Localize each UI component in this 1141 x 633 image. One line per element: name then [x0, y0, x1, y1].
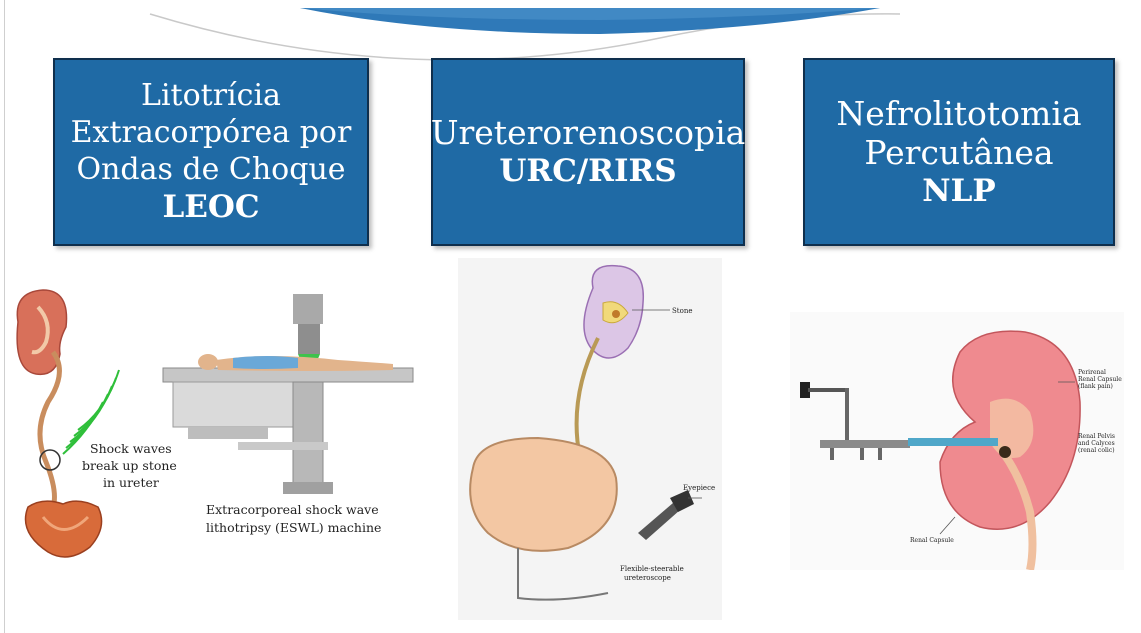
- box-nlp-line-1: Nefrolitotomia: [836, 93, 1082, 133]
- renal-capsule-label: Renal Capsule: [910, 537, 954, 544]
- perirenal-label-3: (flank pain): [1078, 383, 1113, 390]
- renal-pelvis-label-1: Renal Pelvis: [1078, 433, 1115, 440]
- shock-label-line-2: break up stone: [82, 458, 177, 473]
- perirenal-label-1: Perirenal: [1078, 369, 1106, 376]
- box-leoc-line-1: Litotrícia: [141, 78, 281, 113]
- box-urc-abbr: URC/RIRS: [499, 153, 677, 189]
- machine-label-line-1: Extracorporeal shock wave: [206, 502, 379, 517]
- eyepiece-label: Eyepiece: [683, 484, 715, 492]
- box-leoc-line-2: Extracorpórea por: [70, 115, 352, 150]
- scope-label-line-1: Flexible-steerable: [620, 565, 684, 573]
- eyepiece-icon: [638, 490, 694, 540]
- box-nlp-line-2: Percutânea: [864, 132, 1054, 172]
- stone-label: Stone: [672, 307, 692, 315]
- title-box-nlp: Nefrolitotomia Percutânea NLP: [803, 58, 1115, 246]
- title-box-urc: Ureterorenoscopia URC/RIRS: [431, 58, 745, 246]
- shock-label-line-3: in ureter: [103, 475, 159, 490]
- title-box-leoc: Litotrícia Extracorpórea por Ondas de Ch…: [53, 58, 369, 246]
- eswl-illustration: Shock waves break up stone in ureter Ext…: [16, 289, 414, 558]
- box-urc-line-1: Ureterorenoscopia: [430, 113, 746, 152]
- scope-label-line-2: ureteroscope: [624, 574, 671, 582]
- eswl-machine-icon: [162, 294, 414, 494]
- ureteroscopy-illustration: Stone Eyepiece Flexible-steerable ureter…: [458, 258, 722, 620]
- shock-label-line-1: Shock waves: [90, 441, 172, 456]
- box-leoc-abbr: LEOC: [162, 189, 260, 225]
- machine-label-line-2: lithotripsy (ESWL) machine: [206, 520, 381, 535]
- shock-waves-icon: [62, 369, 120, 455]
- bladder-icon: [24, 500, 103, 558]
- renal-pelvis-label-2: and Calyces: [1078, 440, 1115, 447]
- box-leoc-line-3: Ondas de Choque: [76, 152, 346, 187]
- stone-icon: [999, 446, 1011, 458]
- bladder-icon: [469, 436, 618, 601]
- left-rule: [4, 0, 5, 633]
- nephroscope-icon: [800, 382, 998, 460]
- ureter-path: [37, 350, 62, 508]
- stone-marker: [39, 449, 61, 471]
- pcnl-illustration: Perirenal Renal Capsule (flank pain) Ren…: [790, 312, 1124, 570]
- kidney-icon: [583, 264, 645, 359]
- kidney-icon: [939, 330, 1081, 570]
- box-nlp-abbr: NLP: [922, 172, 996, 209]
- header-swoosh: [149, 8, 901, 61]
- perirenal-label-2: Renal Capsule: [1078, 376, 1122, 383]
- renal-pelvis-label-3: (renal colic): [1078, 447, 1115, 454]
